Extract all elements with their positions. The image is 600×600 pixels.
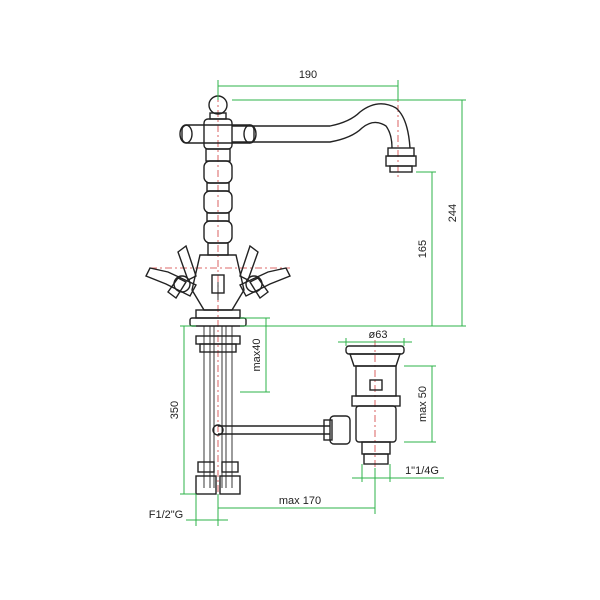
center-lines — [150, 80, 399, 505]
faucet-body — [179, 95, 257, 327]
dim-max-waste-stroke: max 50 — [417, 386, 429, 422]
dim-max-deck-thickness: max40 — [251, 338, 263, 371]
dim-spout-height: 165 — [417, 240, 429, 258]
dim-supply-thread: F1/2"G — [149, 509, 183, 521]
right-cross-handle — [239, 244, 291, 300]
dim-supply-length: 350 — [169, 401, 181, 419]
spout — [232, 103, 417, 173]
supply-hoses — [195, 326, 330, 495]
dimension-lines — [180, 80, 466, 526]
dim-total-height: 244 — [447, 204, 459, 222]
dim-waste-diameter: ø63 — [369, 329, 388, 341]
dim-max-rod-length: max 170 — [279, 495, 321, 507]
dim-spout-reach: 190 — [299, 69, 317, 81]
left-cross-handle — [145, 244, 197, 300]
dim-waste-thread: 1"1/4G — [405, 465, 439, 477]
pop-up-waste — [323, 345, 405, 465]
